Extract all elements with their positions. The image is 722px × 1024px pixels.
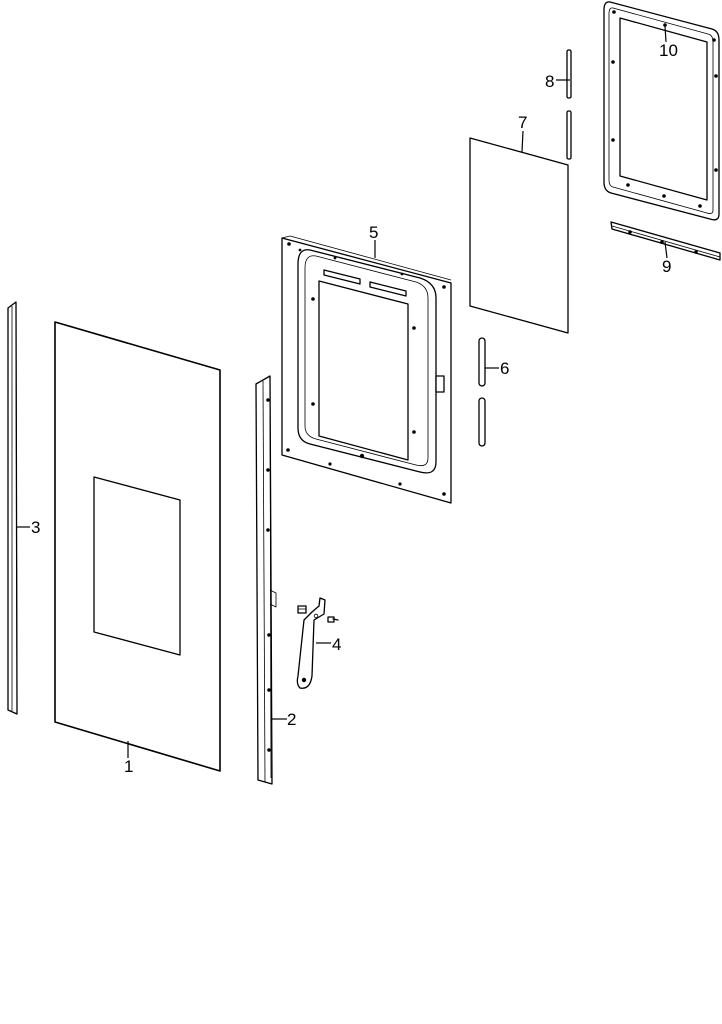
callout-3: 3 xyxy=(31,518,40,537)
callout-labels: 1 2 3 4 5 6 7 8 9 10 xyxy=(31,41,678,776)
part-3-trim-strip xyxy=(7,301,18,715)
callout-4: 4 xyxy=(332,635,341,654)
part-8-spacers xyxy=(566,49,572,160)
callout-7: 7 xyxy=(518,113,527,132)
part-1-door-panel xyxy=(54,321,221,772)
callout-1: 1 xyxy=(124,757,133,776)
part-4-latch-bracket xyxy=(296,597,339,689)
part-7-glass-pane xyxy=(469,137,569,334)
part-6-pins xyxy=(478,337,486,447)
callout-9: 9 xyxy=(662,257,671,276)
part-10-window-frame xyxy=(603,1,720,221)
part-5-inner-frame xyxy=(281,235,452,504)
callout-2: 2 xyxy=(287,710,296,729)
callout-10: 10 xyxy=(659,41,678,60)
part-2-channel xyxy=(255,375,277,785)
leader-lines xyxy=(16,25,668,758)
callout-6: 6 xyxy=(500,359,509,378)
part-9-bottom-bracket xyxy=(610,221,721,261)
callout-8: 8 xyxy=(545,72,554,91)
callout-5: 5 xyxy=(369,223,378,242)
